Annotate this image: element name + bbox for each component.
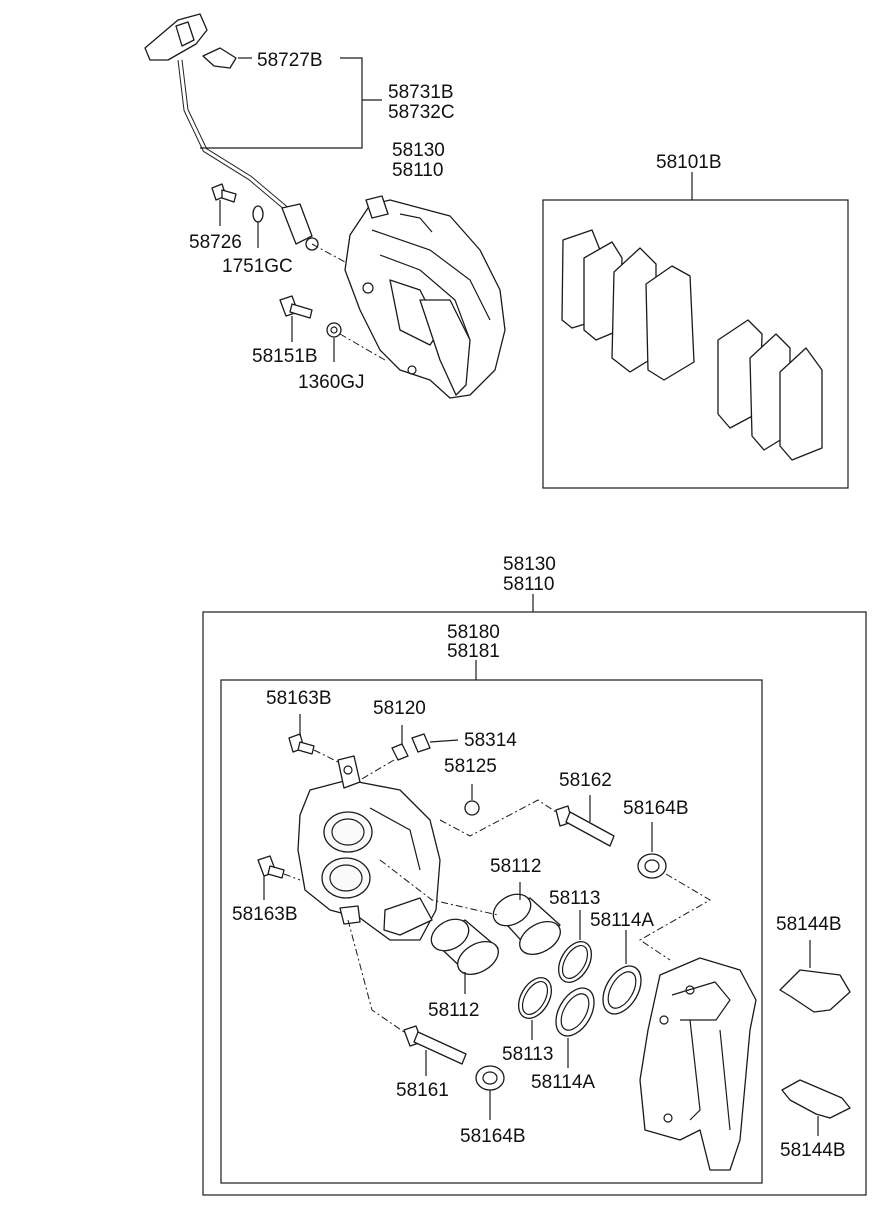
label-58113-upper: 58113 bbox=[549, 888, 600, 909]
guide-pin-58161 bbox=[347, 919, 467, 1076]
boot-58164b-lower bbox=[475, 1065, 505, 1120]
seals bbox=[517, 910, 593, 1040]
label-58114a-lower: 58114A bbox=[531, 1072, 595, 1093]
washer-1751gc bbox=[252, 205, 264, 248]
boot-58164b-upper bbox=[637, 822, 711, 961]
label-58130-top: 58130 bbox=[392, 140, 445, 161]
label-1360gj: 1360GJ bbox=[298, 372, 365, 393]
label-58162: 58162 bbox=[559, 770, 612, 791]
label-58125: 58125 bbox=[444, 756, 497, 777]
bleeder-58120 bbox=[359, 725, 409, 781]
label-58151b: 58151B bbox=[252, 346, 318, 367]
bolt-58163b-top bbox=[288, 714, 339, 763]
caliper-body bbox=[297, 755, 441, 941]
eye-bolt-58726 bbox=[211, 183, 237, 226]
label-58731b: 58731B bbox=[388, 82, 454, 103]
caliper-bracket bbox=[639, 957, 757, 1171]
bolt-58163b-lower bbox=[257, 855, 301, 900]
pad-set-frame bbox=[542, 172, 849, 489]
label-58161: 58161 bbox=[396, 1080, 449, 1101]
label-58180: 58180 bbox=[447, 622, 500, 643]
anti-rattle-spring-upper bbox=[779, 940, 851, 1013]
label-58113-lower: 58113 bbox=[502, 1044, 553, 1065]
mount-bolt-58151b bbox=[279, 295, 313, 342]
label-58101b: 58101B bbox=[656, 152, 722, 173]
pistons bbox=[379, 859, 561, 994]
label-58164b-lower: 58164B bbox=[460, 1126, 526, 1147]
label-58112-lower: 58112 bbox=[428, 1000, 479, 1021]
brake-caliper-top bbox=[344, 195, 506, 399]
label-58112-upper: 58112 bbox=[490, 856, 541, 877]
label-58314: 58314 bbox=[464, 730, 517, 751]
label-58163b-top: 58163B bbox=[266, 688, 332, 709]
label-58114a-upper: 58114A bbox=[590, 910, 654, 931]
label-58110-top: 58110 bbox=[392, 160, 443, 181]
brake-hose-assembly bbox=[144, 13, 382, 263]
anti-rattle-spring-lower bbox=[781, 1079, 851, 1136]
label-58144b-lower: 58144B bbox=[780, 1140, 846, 1161]
washer-1360gj bbox=[326, 322, 386, 362]
bleeder-cap-58314 bbox=[411, 733, 459, 753]
label-58726: 58726 bbox=[189, 232, 242, 253]
label-58732c: 58732C bbox=[388, 102, 455, 123]
guide-pin-58162 bbox=[439, 795, 615, 847]
label-58144b-upper: 58144B bbox=[776, 914, 842, 935]
label-58727b: 58727B bbox=[257, 50, 323, 71]
caliper-assembly-frame bbox=[202, 594, 867, 1196]
label-1751gc: 1751GC bbox=[222, 256, 293, 277]
label-58120: 58120 bbox=[373, 698, 426, 719]
label-58181: 58181 bbox=[447, 641, 500, 662]
caliper-housing-frame bbox=[220, 660, 763, 1184]
dust-seals bbox=[555, 930, 642, 1068]
label-58110-assembly: 58110 bbox=[503, 574, 554, 595]
label-58163b-lower: 58163B bbox=[232, 904, 298, 925]
plug-58125 bbox=[464, 784, 480, 816]
label-58164b-upper: 58164B bbox=[623, 798, 689, 819]
label-58130-assembly: 58130 bbox=[503, 554, 556, 575]
